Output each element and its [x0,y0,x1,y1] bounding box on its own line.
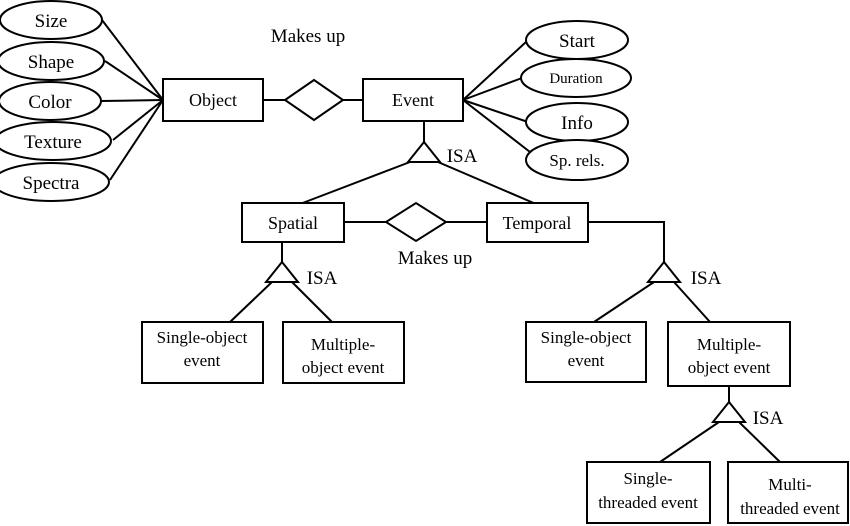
entity-label-line-2: threaded event [740,499,840,518]
attribute-label: Color [28,92,72,113]
line-event-duration [462,77,523,101]
entity-label: Object [189,90,237,110]
entity-single-threaded-event: Single- threaded event [586,461,711,524]
entity-label-line-1: Multi- [768,475,812,494]
line-isa-single-threaded [659,421,720,463]
relationship-label-middle: Makes up [398,248,472,269]
isa-label-multiple-object: ISA [753,408,784,429]
entity-box [727,461,849,524]
connector-lines [100,19,781,463]
entity-label-line-2: threaded event [598,493,698,512]
attribute-label: Spectra [23,173,81,194]
isa-label-spatial: ISA [307,268,338,289]
line-texture-object [112,99,164,141]
attribute-ellipse [0,0,103,40]
relationship-diamond-top [283,78,345,122]
entity-box [362,78,464,122]
entity-box [667,321,791,387]
event-attribute-start: Start [525,20,629,60]
line-spectra-object [109,99,164,181]
event-attribute-info: Info [525,102,629,142]
entity-label-line-1: Single-object [157,328,248,347]
entity-box [586,461,711,524]
attribute-label: Shape [28,52,74,73]
entity-temporal-single-object-event: Single-object event [525,321,647,383]
attribute-ellipse [520,58,632,98]
attribute-label: Texture [24,132,82,153]
line-event-start [462,41,527,101]
line-isa-spatial [299,161,411,205]
line-isa-temporal-multiple [673,281,711,323]
entity-spatial: Spatial [241,202,345,243]
object-attribute-spectra: Spectra [0,162,110,202]
entity-box [241,202,345,243]
isa-triangle-temporal [645,260,683,283]
entity-box [162,78,264,122]
entity-event: Event [362,78,464,122]
entity-box [141,321,264,384]
line-color-object [100,99,164,102]
attribute-ellipse [0,41,105,81]
entity-label-line-1: Multiple- [311,335,376,354]
event-attribute-duration: Duration [520,58,632,98]
line-temporal-isa [588,221,665,262]
line-isa-spatial-multiple [291,281,333,323]
entity-object: Object [162,78,264,122]
line-isa-temporal-single [593,281,655,323]
line-event-sprels [462,99,531,153]
entity-label-line-1: Single- [623,469,672,488]
attribute-label: Sp. rels. [549,151,604,170]
event-attribute-sp-rels: Sp. rels. [525,139,629,181]
object-attribute-color: Color [0,81,102,121]
attribute-label: Size [35,11,68,32]
entity-spatial-multiple-object-event: Multiple- object event [282,321,405,384]
attribute-ellipse [0,121,112,161]
isa-triangle-multiple-object [710,400,748,423]
entity-label-line-2: event [184,351,221,370]
line-isa-temporal [437,161,537,205]
relationship-diamond-middle [384,201,448,243]
object-attribute-size: Size [0,0,103,40]
entity-box [282,321,405,384]
attribute-label: Info [561,113,593,134]
isa-triangle-event [405,140,443,163]
entity-label-line-2: object event [688,358,771,377]
entity-multi-threaded-event: Multi- threaded event [727,461,849,524]
entity-label-line-2: object event [302,358,385,377]
entity-box [486,202,589,243]
entity-label-line-1: Single-object [541,328,632,347]
object-attribute-texture: Texture [0,121,112,161]
line-isa-spatial-single [229,281,273,323]
attribute-ellipse [0,81,102,121]
entity-spatial-single-object-event: Single-object event [141,321,264,384]
entity-temporal-multiple-object-event: Multiple- object event [667,321,791,387]
attribute-ellipse [525,139,629,181]
isa-label-temporal: ISA [691,268,722,289]
entity-temporal: Temporal [486,202,589,243]
entity-label: Spatial [268,213,318,233]
entity-label-line-1: Multiple- [697,335,762,354]
entity-label-line-2: event [568,351,605,370]
line-isa-multi-threaded [738,421,781,463]
attribute-label: Start [559,31,596,52]
attribute-label: Duration [549,71,603,87]
entity-box [525,321,647,383]
line-size-object [101,19,164,101]
entity-label: Temporal [503,213,572,233]
attribute-ellipse [0,162,110,202]
isa-triangle-spatial [263,260,301,283]
object-attribute-shape: Shape [0,41,105,81]
entity-label: Event [392,90,434,110]
isa-label-event: ISA [447,146,478,167]
line-event-info [462,99,529,123]
line-shape-object [104,60,164,101]
relationship-label-top: Makes up [271,26,345,47]
